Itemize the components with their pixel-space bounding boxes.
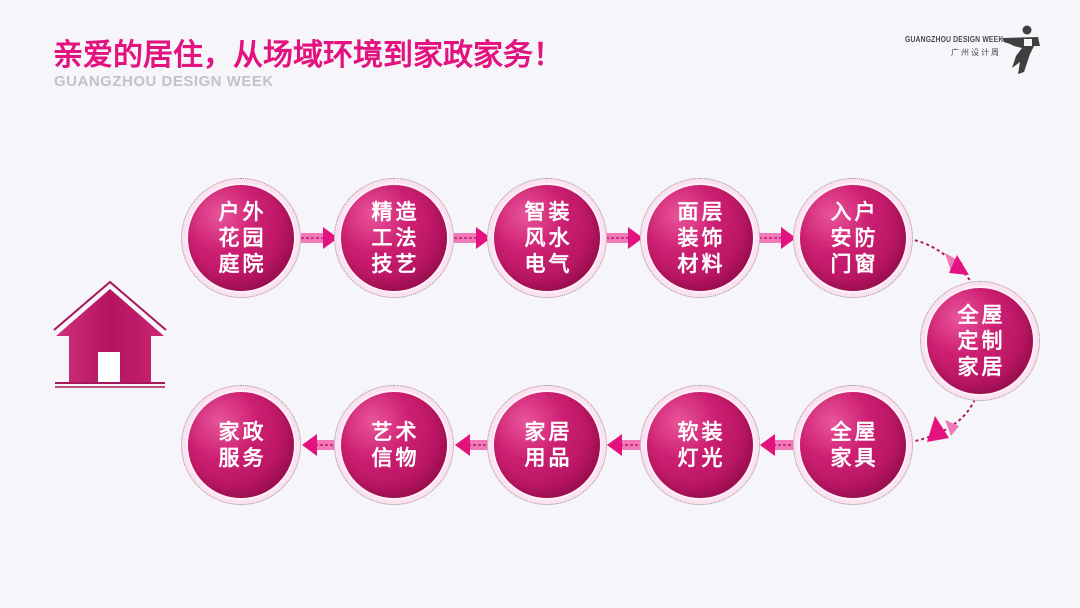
node-label: 用品 — [524, 446, 573, 470]
node-label: 门窗 — [830, 252, 879, 276]
flow-node-entry-security: 入户 安防 门窗 — [793, 178, 913, 298]
arrow-right-icon — [606, 227, 643, 249]
flow-node-surface-materials: 面层 装饰 材料 — [640, 178, 760, 298]
node-label: 家居 — [957, 355, 1006, 379]
node-label: 面层 — [677, 200, 726, 224]
logo-text-en: GUANGZHOU DESIGN WEEK — [905, 35, 1004, 44]
house-icon — [53, 280, 167, 388]
flow-node-art-objects: 艺术 信物 — [334, 385, 454, 505]
arrow-left-icon — [607, 434, 644, 456]
node-label: 家具 — [830, 446, 879, 470]
running-figure-logo-icon — [1002, 25, 1040, 74]
node-label: 安防 — [830, 226, 879, 250]
node-label: 全屋 — [830, 420, 879, 444]
node-label: 装饰 — [677, 226, 726, 250]
arrow-right-icon — [454, 227, 491, 249]
node-label: 全屋 — [957, 303, 1006, 327]
arrow-left-icon — [760, 434, 797, 456]
node-label: 精造 — [371, 200, 420, 224]
node-label: 艺术 — [371, 420, 420, 444]
arrow-diagonal-down-left-icon — [910, 393, 978, 443]
flow-node-smart-electric: 智装 风水 电气 — [487, 178, 607, 298]
node-label: 户外 — [218, 200, 267, 224]
logo-text-cn: 广州设计周 — [951, 48, 1001, 57]
brand-logo: GUANGZHOU DESIGN WEEK 广州设计周 — [905, 25, 1055, 78]
page-title: 亲爱的居住，从场域环境到家政家务！ — [53, 38, 563, 73]
node-label: 庭院 — [218, 252, 267, 276]
node-label: 信物 — [371, 446, 420, 470]
flow-node-outdoor-garden: 户外 花园 庭院 — [181, 178, 301, 298]
flow-node-craftsmanship: 精造 工法 技艺 — [334, 178, 454, 298]
node-label: 家居 — [524, 420, 573, 444]
arrow-right-icon — [301, 227, 338, 249]
node-label: 入户 — [830, 200, 879, 224]
node-label: 家政 — [218, 420, 267, 444]
page-subtitle: GUANGZHOU DESIGN WEEK — [54, 73, 274, 90]
node-label: 电气 — [524, 252, 573, 276]
flow-node-soft-decor-lighting: 软装 灯光 — [640, 385, 760, 505]
node-label: 工法 — [371, 226, 420, 250]
flow-node-home-goods: 家居 用品 — [487, 385, 607, 505]
arrow-right-icon — [759, 227, 796, 249]
node-label: 定制 — [957, 329, 1006, 353]
node-label: 服务 — [218, 446, 267, 470]
flow-node-housekeeping: 家政 服务 — [181, 385, 301, 505]
flow-node-custom-furnishing: 全屋 定制 家居 — [920, 281, 1040, 401]
node-label: 灯光 — [677, 446, 726, 470]
node-label: 材料 — [677, 252, 726, 276]
node-label: 智装 — [524, 200, 573, 224]
node-label: 花园 — [218, 226, 267, 250]
node-label: 软装 — [677, 420, 726, 444]
node-label: 技艺 — [371, 252, 420, 276]
arrow-diagonal-down-icon — [908, 238, 976, 288]
flow-node-whole-house-furniture: 全屋 家具 — [793, 385, 913, 505]
node-label: 风水 — [524, 226, 573, 250]
